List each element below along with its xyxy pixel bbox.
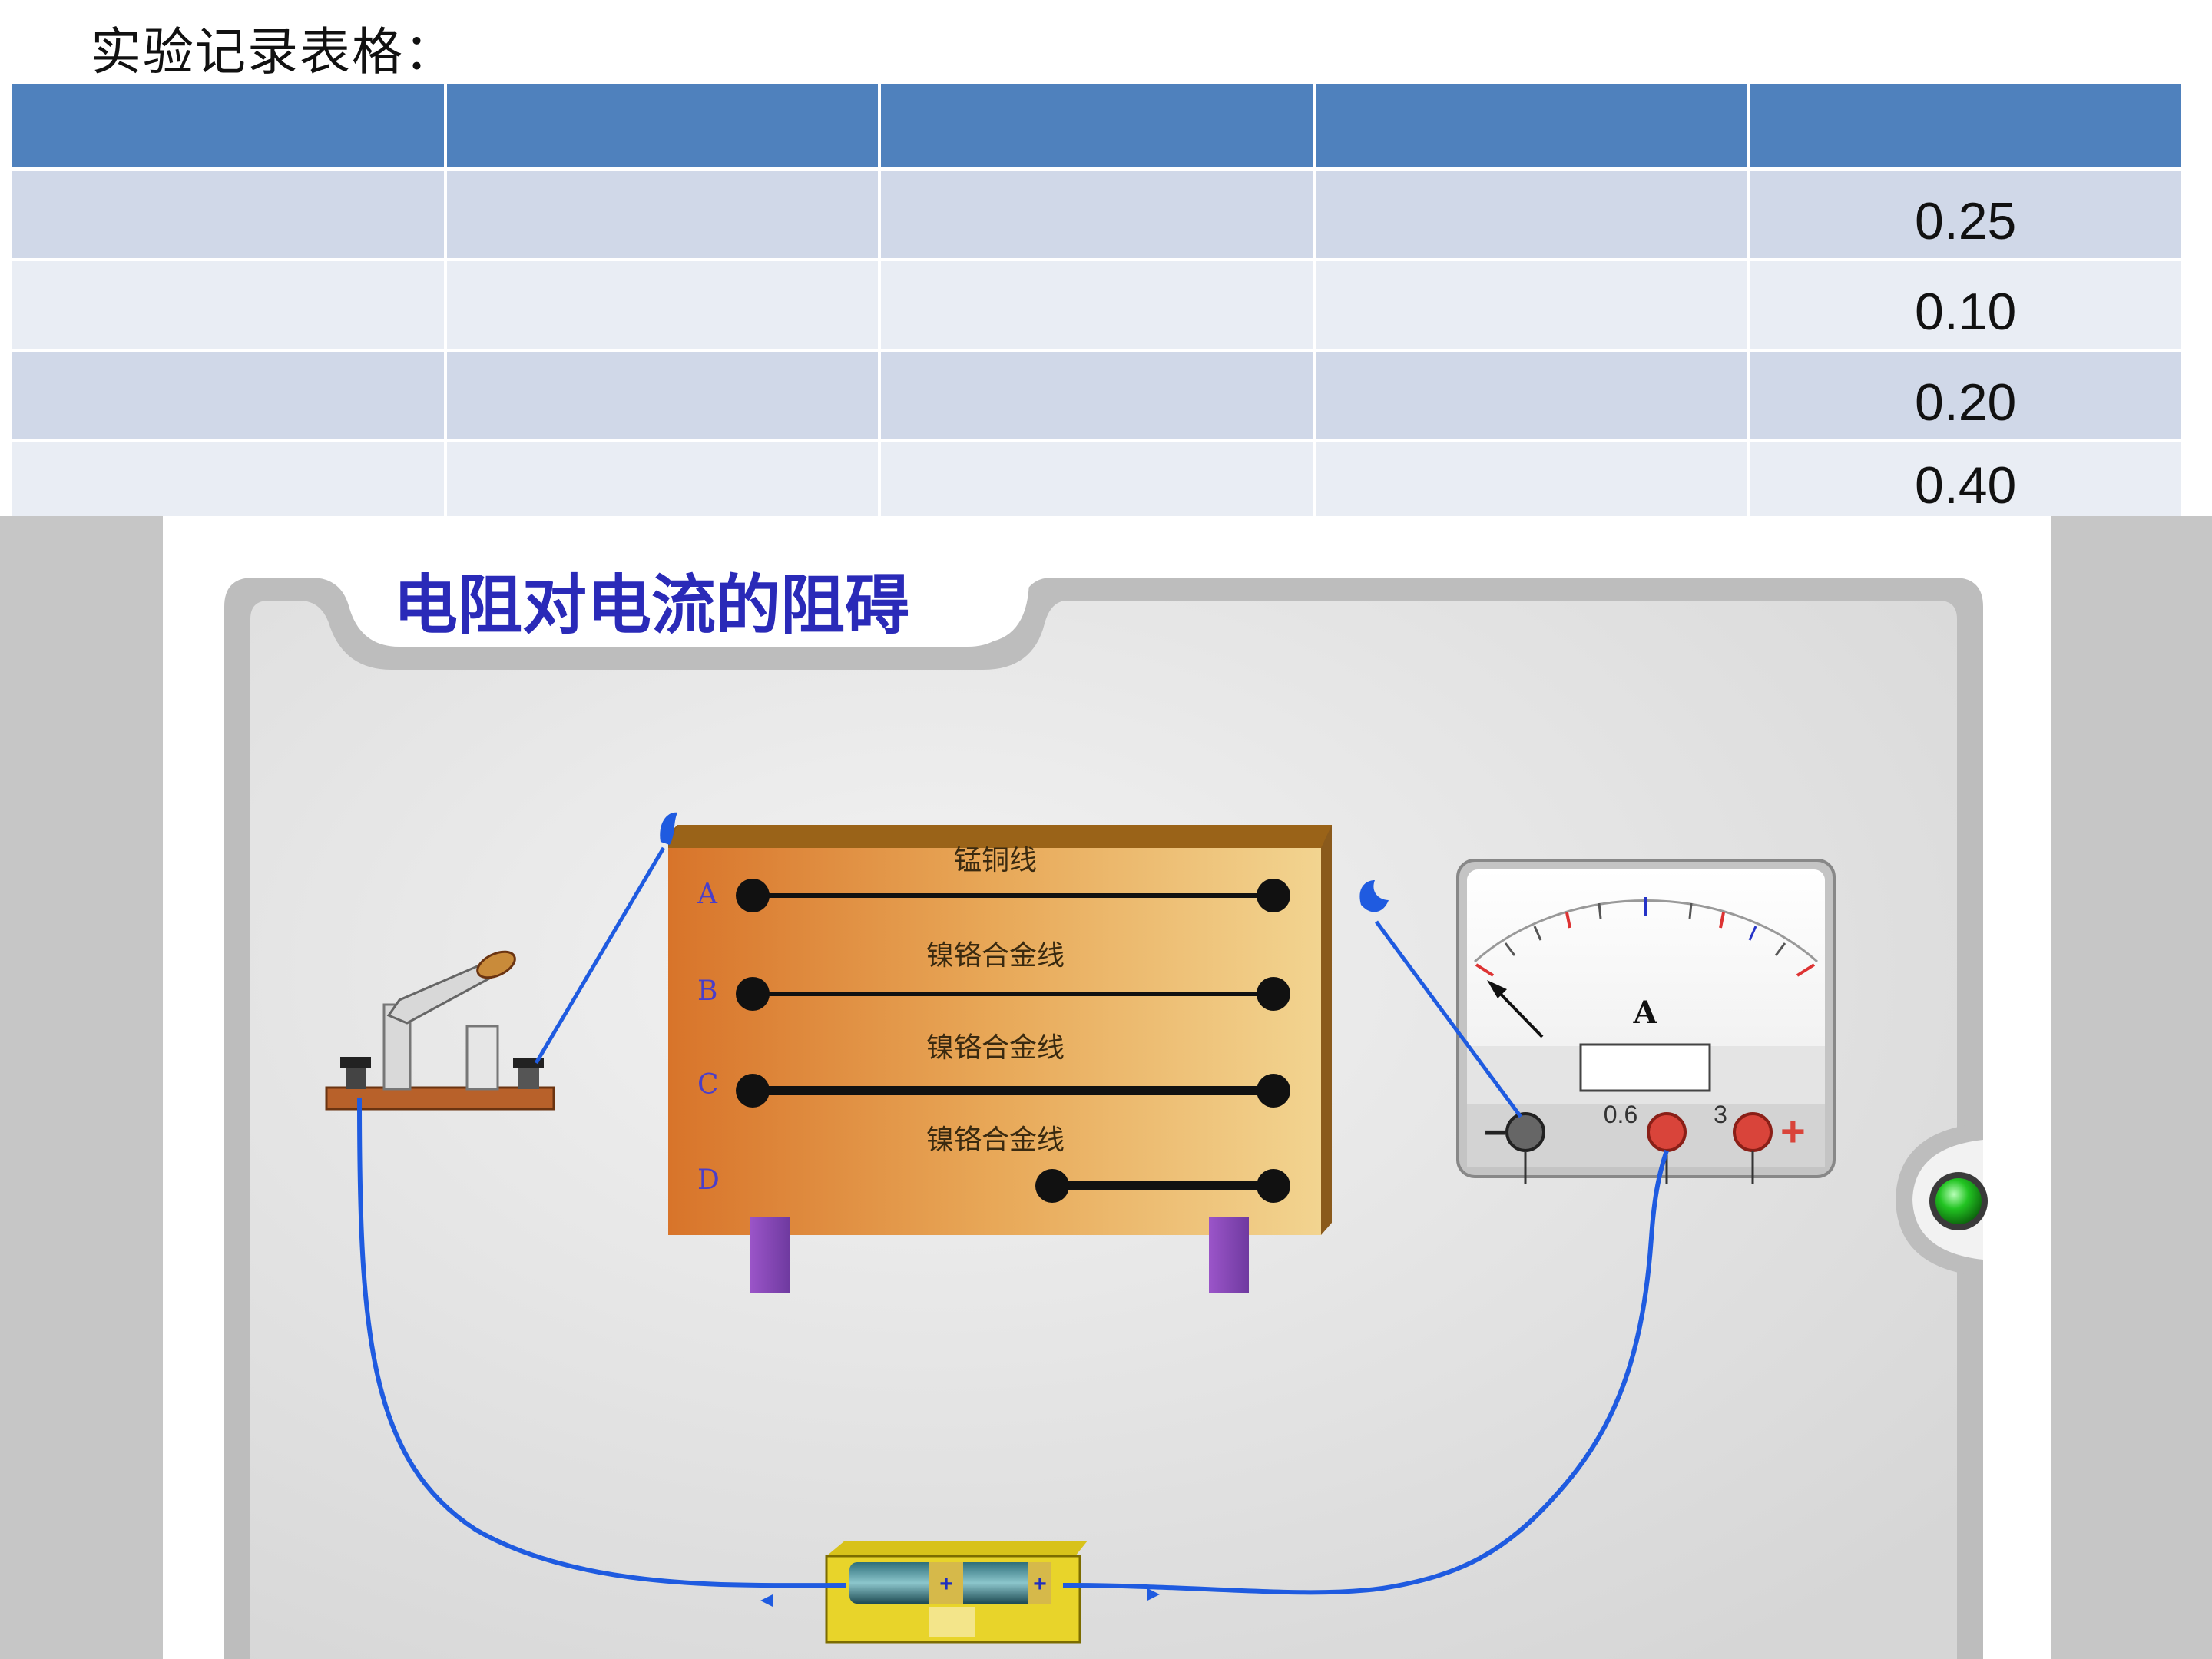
clip-board[interactable] xyxy=(660,812,677,845)
wire-battery-to-ammeter xyxy=(1062,1150,1669,1595)
battery-plus-1: + xyxy=(939,1571,953,1597)
battery-holder-highlight xyxy=(929,1607,975,1637)
board-leg-left xyxy=(750,1217,790,1293)
table-header-row xyxy=(9,81,2184,171)
ammeter: A − 0.6 3 + xyxy=(1456,859,1836,1184)
power-indicator-button[interactable] xyxy=(1936,1178,1982,1224)
switch-terminal-cap xyxy=(340,1057,371,1068)
table-cell[interactable] xyxy=(878,439,1316,525)
current-value: 0.10 xyxy=(1915,283,2017,341)
ammeter-unit: A xyxy=(1632,995,1657,1031)
ammeter-readout xyxy=(1579,1043,1711,1092)
current-cell[interactable]: 0.25 xyxy=(1747,167,2184,261)
simulation-title: 电阻对电流的阻碍 xyxy=(393,568,909,643)
table-row: 0.10 xyxy=(9,258,2184,352)
movable-lead[interactable] xyxy=(1374,920,1523,1118)
current-value: 0.40 xyxy=(1915,456,2017,515)
ammeter-plus-sign: + xyxy=(1780,1107,1806,1155)
table-cell[interactable] xyxy=(9,439,447,525)
switch-handle[interactable] xyxy=(474,946,519,982)
current-value: 0.20 xyxy=(1915,373,2017,432)
table-cell[interactable] xyxy=(1312,439,1750,525)
wire-label-a: 锰铜线 xyxy=(954,845,1037,876)
header-cell xyxy=(9,81,447,171)
table-row: 0.25 xyxy=(9,167,2184,261)
table-cell[interactable] xyxy=(443,258,882,352)
current-arrow-left xyxy=(760,1594,773,1607)
wire-switch-to-battery xyxy=(357,1098,847,1588)
title-tab xyxy=(349,578,1029,643)
right-margin xyxy=(2051,516,2212,1659)
wire-letter-d: D xyxy=(697,1164,720,1196)
ammeter-minus-sign: − xyxy=(1484,1111,1507,1155)
table-row: 0.20 xyxy=(9,349,2184,442)
table-caption: 实验记录表格： xyxy=(91,22,456,81)
ammeter-ticks xyxy=(1475,897,1816,977)
board-leg-right xyxy=(1209,1217,1249,1293)
current-cell[interactable]: 0.40 xyxy=(1747,439,2184,525)
current-value: 0.25 xyxy=(1915,192,2017,250)
table-cell[interactable] xyxy=(878,258,1316,352)
table-cell[interactable] xyxy=(878,167,1316,261)
ammeter-terminal-negative[interactable] xyxy=(1505,1112,1545,1152)
resistance-board: A B C D 锰铜线 镍铬合金线 镍铬合金线 镍铬合金线 xyxy=(668,825,1332,1293)
table-cell[interactable] xyxy=(1312,258,1750,352)
header-cell xyxy=(443,81,882,171)
ammeter-needle-tip xyxy=(1487,980,1507,998)
table-cell[interactable] xyxy=(1312,349,1750,442)
header-cell xyxy=(1312,81,1750,171)
wire-letter-a: A xyxy=(697,879,718,910)
ammeter-face xyxy=(1467,869,1825,1100)
battery-cell-band xyxy=(929,1562,963,1604)
wire-label-b: 镍铬合金线 xyxy=(926,940,1065,972)
left-margin xyxy=(0,516,163,1659)
terminal-c-left[interactable] xyxy=(736,1074,770,1108)
header-cell xyxy=(1747,81,2184,171)
ammeter-range-large: 3 xyxy=(1714,1101,1727,1128)
table-cell[interactable] xyxy=(443,349,882,442)
ammeter-range-small: 0.6 xyxy=(1604,1101,1637,1128)
table-cell[interactable] xyxy=(878,349,1316,442)
wire-letter-c: C xyxy=(697,1069,719,1101)
terminal-d-left[interactable] xyxy=(1035,1169,1069,1203)
ammeter-terminal-3[interactable] xyxy=(1733,1112,1773,1152)
board-face xyxy=(668,848,1321,1235)
table-cell[interactable] xyxy=(9,167,447,261)
current-arrow-right xyxy=(1147,1588,1160,1601)
terminal-c-right[interactable] xyxy=(1257,1074,1290,1108)
battery-plus-2: + xyxy=(1033,1571,1047,1597)
battery-holder-top xyxy=(826,1541,1088,1556)
current-cell[interactable]: 0.20 xyxy=(1747,349,2184,442)
table-cell[interactable] xyxy=(443,439,882,525)
table-row: 0.40 xyxy=(9,439,2184,525)
table-cell[interactable] xyxy=(443,167,882,261)
terminal-d-right[interactable] xyxy=(1257,1169,1290,1203)
wire-label-c: 镍铬合金线 xyxy=(926,1032,1065,1064)
wire-letter-b: B xyxy=(697,975,717,1007)
movable-clip[interactable] xyxy=(1359,880,1389,912)
wire-switch-to-board xyxy=(534,846,666,1065)
terminal-a-left[interactable] xyxy=(736,879,770,912)
knife-switch[interactable] xyxy=(325,946,555,1111)
table-cell[interactable] xyxy=(9,258,447,352)
circuit-simulation: 电阻对电流的阻碍 A B C D 锰铜线 镍铬合金线 镍铬合金线 镍铬合金线 xyxy=(0,516,2212,1659)
table-cell[interactable] xyxy=(1312,167,1750,261)
record-table: 0.25 0.10 0.20 0.40 xyxy=(9,81,2184,525)
current-cell[interactable]: 0.10 xyxy=(1747,258,2184,352)
switch-base xyxy=(325,1086,555,1111)
board-top xyxy=(668,825,1332,848)
switch-contact-post xyxy=(465,1025,499,1091)
terminal-b-right[interactable] xyxy=(1257,977,1290,1011)
terminal-a-right[interactable] xyxy=(1257,879,1290,912)
battery-pack: + + xyxy=(825,1541,1088,1644)
ammeter-terminal-0-6[interactable] xyxy=(1647,1112,1687,1152)
battery-cell-band-2 xyxy=(1028,1562,1051,1604)
header-cell xyxy=(878,81,1316,171)
circuit-wires xyxy=(357,812,1669,1607)
table-cell[interactable] xyxy=(9,349,447,442)
terminal-b-left[interactable] xyxy=(736,977,770,1011)
wire-label-d: 镍铬合金线 xyxy=(926,1124,1065,1156)
